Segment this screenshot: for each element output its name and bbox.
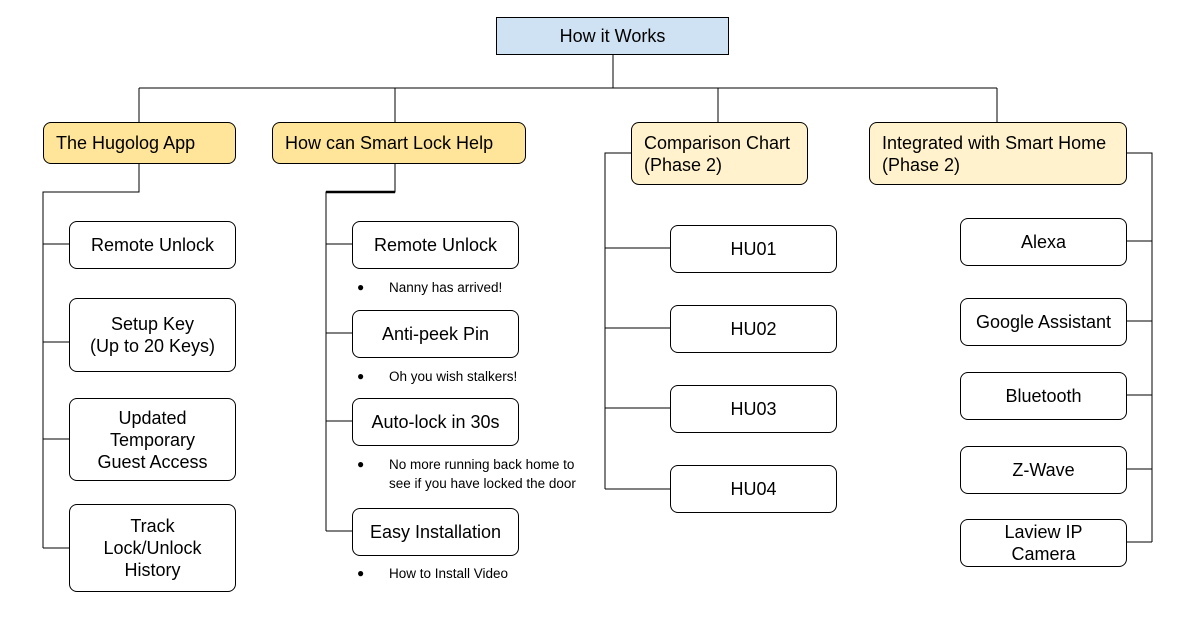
link-comparison-trunk [604, 152, 631, 489]
smarthome-item-laview-camera: Laview IP Camera [960, 519, 1127, 567]
app-item-setup-key: Setup Key (Up to 20 Keys) [69, 298, 236, 372]
link-app-items [43, 243, 69, 549]
root-node: How it Works [496, 17, 729, 55]
note-line: Nanny has arrived! [389, 280, 503, 295]
link-app-trunk [42, 163, 140, 548]
link-help-items [326, 243, 352, 532]
link-comparison-items [605, 247, 670, 490]
smarthome-item-bluetooth: Bluetooth [960, 372, 1127, 420]
link-root-bar [139, 54, 997, 89]
comparison-item-hu04: HU04 [670, 465, 837, 513]
install-video-link[interactable]: How to Install Video [389, 566, 509, 581]
help-item-easy-installation: Easy Installation [352, 508, 519, 556]
category-comparison-chart: Comparison Chart (Phase 2) [631, 122, 808, 185]
bullet-icon: ● [357, 457, 365, 471]
link-smarthome-trunk [1127, 152, 1153, 542]
link-smarthome-items [1127, 240, 1152, 543]
category-hugolog-app: The Hugolog App [43, 122, 236, 164]
category-smart-home: Integrated with Smart Home (Phase 2) [869, 122, 1127, 185]
note-line: Oh you wish stalkers! [389, 369, 518, 384]
smarthome-item-google-assistant: Google Assistant [960, 298, 1127, 346]
comparison-item-hu03: HU03 [670, 385, 837, 433]
bullet-icon: ● [357, 566, 365, 580]
help-item-auto-lock: Auto-lock in 30s [352, 398, 519, 446]
help-item-anti-peek-pin: Anti-peek Pin [352, 310, 519, 358]
category-smart-lock-help: How can Smart Lock Help [272, 122, 526, 164]
smarthome-item-z-wave: Z-Wave [960, 446, 1127, 494]
note-line: No more running back home to [389, 457, 575, 472]
comparison-item-hu01: HU01 [670, 225, 837, 273]
note-line: see if you have locked the door [389, 476, 576, 491]
comparison-item-hu02: HU02 [670, 305, 837, 353]
smarthome-item-alexa: Alexa [960, 218, 1127, 266]
bullet-icon: ● [357, 369, 365, 383]
help-item-remote-unlock: Remote Unlock [352, 221, 519, 269]
app-item-track-history: Track Lock/Unlock History [69, 504, 236, 592]
app-item-remote-unlock: Remote Unlock [69, 221, 236, 269]
app-item-temporary-guest-access: Updated Temporary Guest Access [69, 398, 236, 481]
bullet-icon: ● [357, 280, 365, 294]
